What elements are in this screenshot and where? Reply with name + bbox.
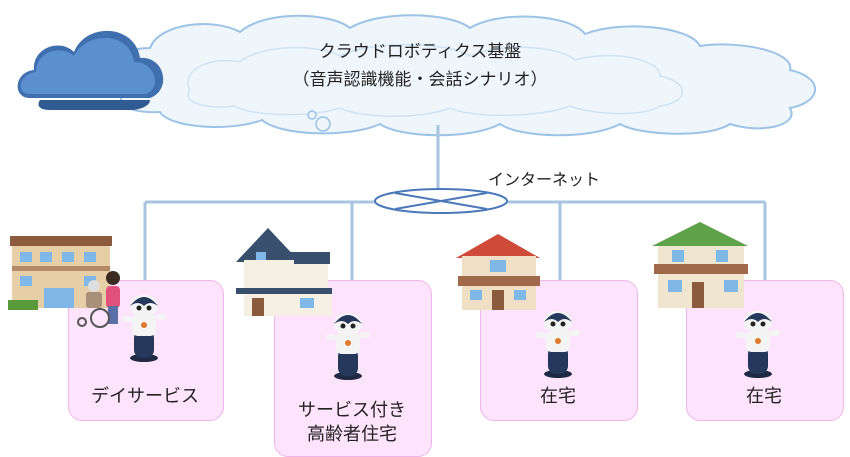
cloud-shape <box>113 14 817 137</box>
caregiver-wheelchair-icon <box>77 271 120 328</box>
router-icon <box>374 188 508 214</box>
robot-icon-2 <box>326 313 370 380</box>
cloud-bubble-2 <box>307 110 317 120</box>
site-label-day-service: デイサービス <box>91 386 199 407</box>
cloud-inner-outline <box>187 44 683 117</box>
site-label-senior-housing-line1: サービス付き <box>298 400 406 421</box>
site-label-home-2: 在宅 <box>746 386 782 407</box>
robot-icon-1 <box>122 295 166 362</box>
site-label-home-1: 在宅 <box>540 386 576 407</box>
cloud-title: クラウドロボティクス基盤 <box>318 42 522 62</box>
senior-housing-building-icon <box>236 228 332 316</box>
cloud-server-icon <box>17 30 164 110</box>
home-2-building-icon <box>652 222 748 308</box>
site-label-senior-housing-line2: 高齢者住宅 <box>307 424 397 445</box>
cloud-subtitle: （音声認識機能・会話シナリオ） <box>292 70 548 90</box>
internet-label: インターネット <box>488 170 601 189</box>
home-1-building-icon <box>456 234 540 310</box>
cloud-bubble-1 <box>315 116 331 132</box>
robot-icon-3 <box>536 311 580 378</box>
robot-icon-4 <box>736 311 780 378</box>
